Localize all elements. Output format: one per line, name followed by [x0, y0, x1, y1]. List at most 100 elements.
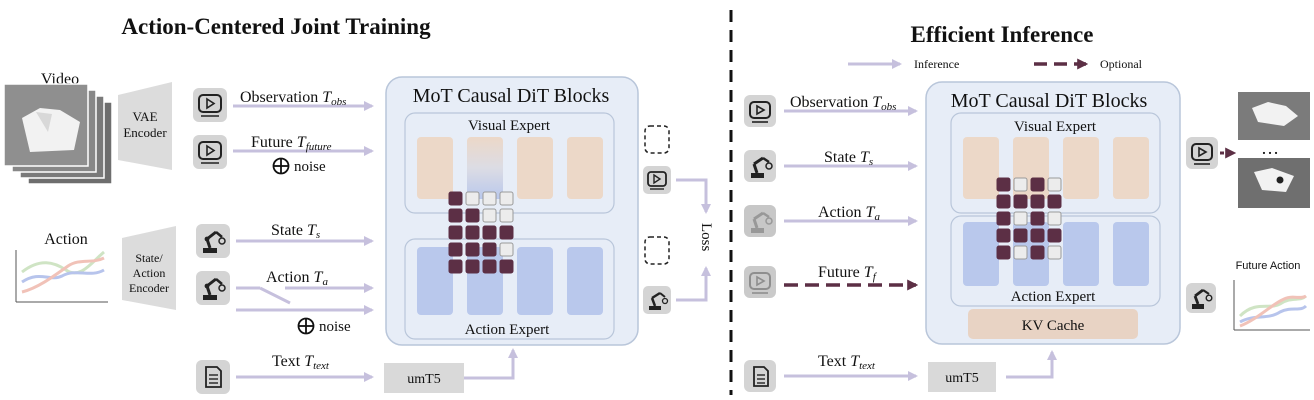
attention-mask-cell	[482, 242, 497, 257]
attention-mask-cell	[499, 225, 514, 240]
inf-action-label: Action Ta	[818, 204, 880, 223]
inf-umt5-to-block-arrow	[1006, 350, 1057, 379]
inf-visual-expert-bar	[963, 137, 999, 199]
inf-visual-expert-label: Visual Expert	[1014, 119, 1097, 135]
attention-mask-cell	[996, 194, 1011, 209]
video-icon	[193, 88, 227, 122]
inf-state-label: State Ts	[824, 149, 873, 168]
attention-mask-cell	[448, 225, 463, 240]
video-icon	[744, 95, 776, 127]
document-icon	[196, 360, 230, 394]
legend-inference-label: Inference	[914, 57, 959, 71]
loss-label: Loss	[698, 223, 714, 252]
attention-mask-cell	[1013, 245, 1028, 260]
attention-mask-cell	[1047, 177, 1062, 192]
attention-mask-cell	[448, 208, 463, 223]
attention-mask-cell	[482, 191, 497, 206]
kv-cache-block	[968, 309, 1138, 339]
attention-mask-cell	[448, 191, 463, 206]
umt5-label: umT5	[407, 372, 440, 387]
attention-mask-cell	[465, 259, 480, 274]
robot-arm-icon	[196, 271, 230, 305]
video-icon	[744, 266, 776, 298]
text-token-label: Text Ttext	[272, 353, 330, 372]
inf-action-expert-label: Action Expert	[1011, 289, 1096, 305]
robot-arm-icon	[744, 150, 776, 182]
action-curve-chart-icon	[15, 250, 108, 303]
inf-umt5-label: umT5	[945, 371, 978, 386]
inference-section: Efficient Inference Inference Optional	[744, 22, 1310, 392]
attention-mask-cell	[1047, 228, 1062, 243]
inf-observation-label: Observation Tobs	[790, 94, 896, 113]
action-switch-line	[259, 286, 291, 305]
visual-expert-bar	[567, 137, 603, 199]
robot-arm-icon	[1186, 283, 1216, 313]
attention-mask-cell	[499, 242, 514, 257]
legend-optional-label: Optional	[1100, 57, 1143, 71]
video-icon	[193, 135, 227, 169]
attention-mask-cell	[1030, 245, 1045, 260]
noise-label: noise	[294, 159, 326, 175]
visual-expert-label: Visual Expert	[468, 118, 551, 134]
attention-mask-cell	[996, 177, 1011, 192]
attention-mask-cell	[465, 242, 480, 257]
noise-label-2: noise	[319, 319, 351, 335]
vae-encoder-line1: VAE	[132, 109, 157, 124]
attention-mask-cell	[482, 225, 497, 240]
attention-mask-cell	[1030, 194, 1045, 209]
attention-mask-cell	[1013, 194, 1028, 209]
inf-action-expert-bar	[1113, 222, 1149, 286]
robot-arm-icon	[196, 224, 230, 258]
state-action-encoder-block	[122, 226, 176, 310]
inf-visual-expert-bar	[1113, 137, 1149, 199]
kv-cache-label: KV Cache	[1022, 318, 1085, 334]
inference-title: Efficient Inference	[911, 22, 1094, 47]
action-label: Action	[44, 231, 88, 248]
visual-expert-bar	[467, 137, 503, 199]
attention-mask-cell	[465, 191, 480, 206]
future-token-label: Future Tfuture	[251, 134, 332, 153]
ellipsis-label: …	[1261, 138, 1279, 158]
training-section: Action-Centered Joint Training Video VAE…	[3, 14, 714, 394]
attention-mask-cell	[465, 225, 480, 240]
inf-umt5-block	[928, 362, 996, 392]
attention-mask-cell	[1047, 194, 1062, 209]
attention-mask-cell	[499, 191, 514, 206]
mot-block-title: MoT Causal DiT Blocks	[413, 85, 610, 107]
attention-mask-cell	[499, 259, 514, 274]
tshirt-photo-icon	[3, 83, 113, 185]
inf-action-expert-bar	[963, 222, 999, 286]
action-expert-bar	[467, 247, 503, 315]
state-encoder-line2: Action	[133, 266, 166, 280]
action-expert-label: Action Expert	[465, 322, 550, 338]
add-noise-icon	[297, 317, 315, 335]
attention-mask-cell	[1030, 211, 1045, 226]
inf-attention-mask-grid	[996, 177, 1062, 260]
action-token-label: Action Ta	[266, 269, 328, 288]
future-action-chart-icon	[1233, 280, 1310, 331]
attention-mask-cell	[499, 208, 514, 223]
action-to-loss-arrow	[676, 266, 711, 302]
inf-future-label: Future Tf	[818, 264, 878, 283]
state-encoder-line3: Encoder	[129, 281, 169, 295]
robot-arm-icon	[744, 205, 776, 237]
video-icon	[1186, 137, 1218, 169]
inf-action-expert-bar	[1063, 222, 1099, 286]
visual-expert-bar	[517, 137, 553, 199]
state-token-label: State Ts	[271, 222, 320, 241]
future-action-label: Future Action	[1236, 260, 1301, 272]
action-expert-bar	[567, 247, 603, 315]
document-icon	[744, 360, 776, 392]
attention-mask-cell	[1013, 177, 1028, 192]
attention-mask-cell	[1030, 177, 1045, 192]
attention-mask-cell	[448, 242, 463, 257]
attention-mask-cell	[465, 208, 480, 223]
video-to-loss-arrow	[676, 178, 711, 214]
robot-arm-icon	[643, 286, 671, 314]
inf-mot-block-title: MoT Causal DiT Blocks	[951, 90, 1148, 112]
vae-encoder-line2: Encoder	[123, 125, 167, 140]
observation-token-label: Observation Tobs	[240, 89, 346, 108]
attention-mask-cell	[996, 245, 1011, 260]
add-noise-icon	[272, 157, 290, 175]
